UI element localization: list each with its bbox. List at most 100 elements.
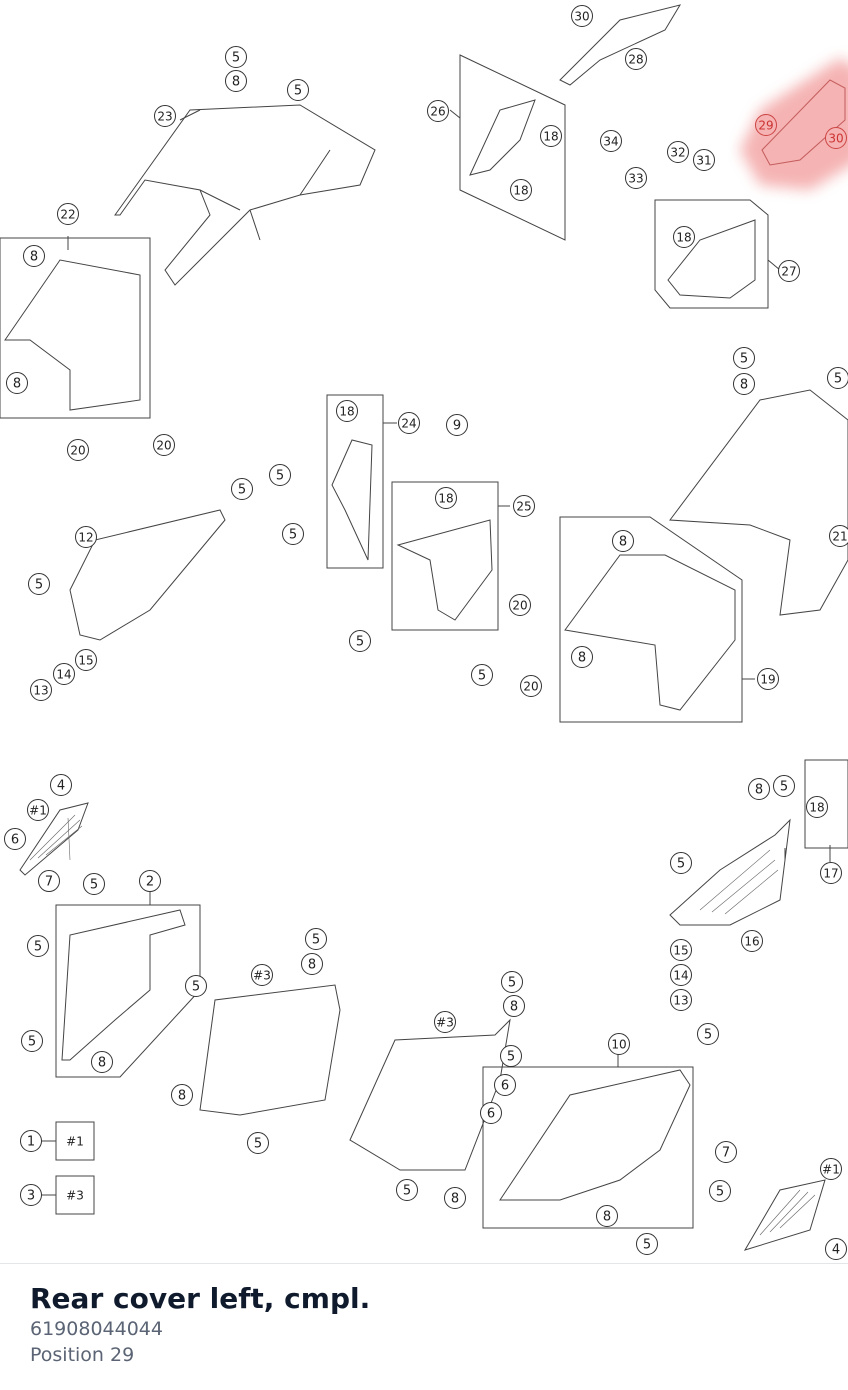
callout-5-29[interactable]: 5 [269,464,291,486]
callout-2-51[interactable]: 2 [139,870,161,892]
part-3-center-outline[interactable] [349,1018,511,1171]
callout-5-39[interactable]: 5 [349,630,371,652]
callout-22-17[interactable]: 22 [57,203,79,225]
callout-5-40[interactable]: 5 [471,664,493,686]
callout-5-53[interactable]: 5 [21,1030,43,1052]
callout-hash3-63[interactable]: #3 [434,1011,456,1033]
callout-13-83[interactable]: 13 [670,989,692,1011]
callout-4-46[interactable]: 4 [50,774,72,796]
callout-10-69[interactable]: 10 [608,1033,630,1055]
callout-5-70[interactable]: 5 [697,1023,719,1045]
callout-26-6[interactable]: 26 [427,100,449,122]
callout-5-61[interactable]: 5 [501,971,523,993]
callout-5-4[interactable]: 5 [287,79,309,101]
callout-8-18[interactable]: 8 [23,245,45,267]
part-12-outline[interactable] [69,509,226,641]
callout-7-71[interactable]: 7 [715,1141,737,1163]
callout-17-78[interactable]: 17 [820,862,842,884]
callout-8-43[interactable]: 8 [571,646,593,668]
callout-15-34[interactable]: 15 [75,649,97,671]
part-24-outline[interactable] [331,439,373,561]
part-22-outline[interactable] [4,259,141,411]
callout-34-9[interactable]: 34 [600,130,622,152]
callout-5-55[interactable]: 5 [305,928,327,950]
callout-21-25[interactable]: 21 [829,525,848,547]
callout-5-33[interactable]: 5 [28,573,50,595]
callout-8-41[interactable]: 8 [612,530,634,552]
callout-5-76[interactable]: 5 [773,775,795,797]
callout-6-48[interactable]: 6 [4,828,26,850]
callout-8-19[interactable]: 8 [6,372,28,394]
callout-32-10[interactable]: 32 [667,141,689,163]
callout-18-77[interactable]: 18 [806,796,828,818]
callout-8-68[interactable]: 8 [444,1187,466,1209]
callout-20-20[interactable]: 20 [67,439,89,461]
part-25-outline[interactable] [396,519,493,621]
callout-15-81[interactable]: 15 [670,939,692,961]
callout-20-21[interactable]: 20 [153,434,175,456]
callout-27-16[interactable]: 27 [778,260,800,282]
part-21-outline[interactable] [669,389,848,616]
callout-5-64[interactable]: 5 [500,1045,522,1067]
callout-5-24[interactable]: 5 [827,367,848,389]
callout-18-37[interactable]: 18 [435,487,457,509]
callout-16-80[interactable]: 16 [741,930,763,952]
part-3-left-outline[interactable] [199,984,341,1116]
callout-13-36[interactable]: 13 [30,679,52,701]
callout-18-26[interactable]: 18 [336,400,358,422]
callout-5-60[interactable]: 5 [247,1132,269,1154]
callout-hash1-47[interactable]: #1 [27,799,49,821]
callout-4-85[interactable]: 4 [825,1238,847,1260]
callout-5-74[interactable]: 5 [636,1233,658,1255]
callout-20-44[interactable]: 20 [520,675,542,697]
callout-8-59[interactable]: 8 [171,1084,193,1106]
callout-hash1-87[interactable]: #1 [66,1135,84,1149]
callout-25-38[interactable]: 25 [513,495,535,517]
callout-5-72[interactable]: 5 [709,1180,731,1202]
part-2-outline[interactable] [61,909,186,1061]
callout-28-1[interactable]: 28 [625,48,647,70]
callout-23-5[interactable]: 23 [154,105,176,127]
callout-8-54[interactable]: 8 [91,1051,113,1073]
callout-5-67[interactable]: 5 [396,1179,418,1201]
callout-19-45[interactable]: 19 [757,668,779,690]
callout-6-65[interactable]: 6 [494,1074,516,1096]
callout-3-88[interactable]: 3 [20,1184,42,1206]
callout-14-82[interactable]: 14 [670,964,692,986]
callout-8-73[interactable]: 8 [596,1205,618,1227]
callout-18-7[interactable]: 18 [540,125,562,147]
callout-hash3-57[interactable]: #3 [251,964,273,986]
part-19-outline[interactable] [564,554,736,711]
callout-9-28[interactable]: 9 [446,414,468,436]
callout-5-52[interactable]: 5 [27,935,49,957]
callout-31-11[interactable]: 31 [693,149,715,171]
part-26-outline[interactable] [469,99,536,176]
callout-hash3-89[interactable]: #3 [66,1189,84,1203]
callout-8-75[interactable]: 8 [748,778,770,800]
callout-5-58[interactable]: 5 [185,975,207,997]
part-23-outline[interactable] [114,104,376,286]
callout-18-8[interactable]: 18 [510,179,532,201]
callout-29-13[interactable]: 29 [755,114,777,136]
part-1-right-outline[interactable] [743,1179,826,1251]
part-27-outline[interactable] [667,219,756,299]
callout-5-30[interactable]: 5 [282,523,304,545]
part-1-left-outline[interactable] [19,802,89,876]
callout-1-86[interactable]: 1 [20,1130,42,1152]
callout-33-12[interactable]: 33 [625,167,647,189]
callout-8-62[interactable]: 8 [503,995,525,1017]
callout-8-3[interactable]: 8 [225,70,247,92]
callout-5-31[interactable]: 5 [231,478,253,500]
callout-5-50[interactable]: 5 [83,873,105,895]
part-28-outline[interactable] [559,4,682,86]
part-16-outline[interactable] [669,818,791,926]
callout-12-32[interactable]: 12 [75,526,97,548]
callout-30-14[interactable]: 30 [825,127,847,149]
callout-5-2[interactable]: 5 [225,46,247,68]
callout-8-56[interactable]: 8 [301,953,323,975]
callout-hash1-84[interactable]: #1 [820,1158,842,1180]
callout-20-42[interactable]: 20 [509,594,531,616]
callout-5-22[interactable]: 5 [733,347,755,369]
callout-8-23[interactable]: 8 [733,373,755,395]
callout-30-0[interactable]: 30 [571,5,593,27]
